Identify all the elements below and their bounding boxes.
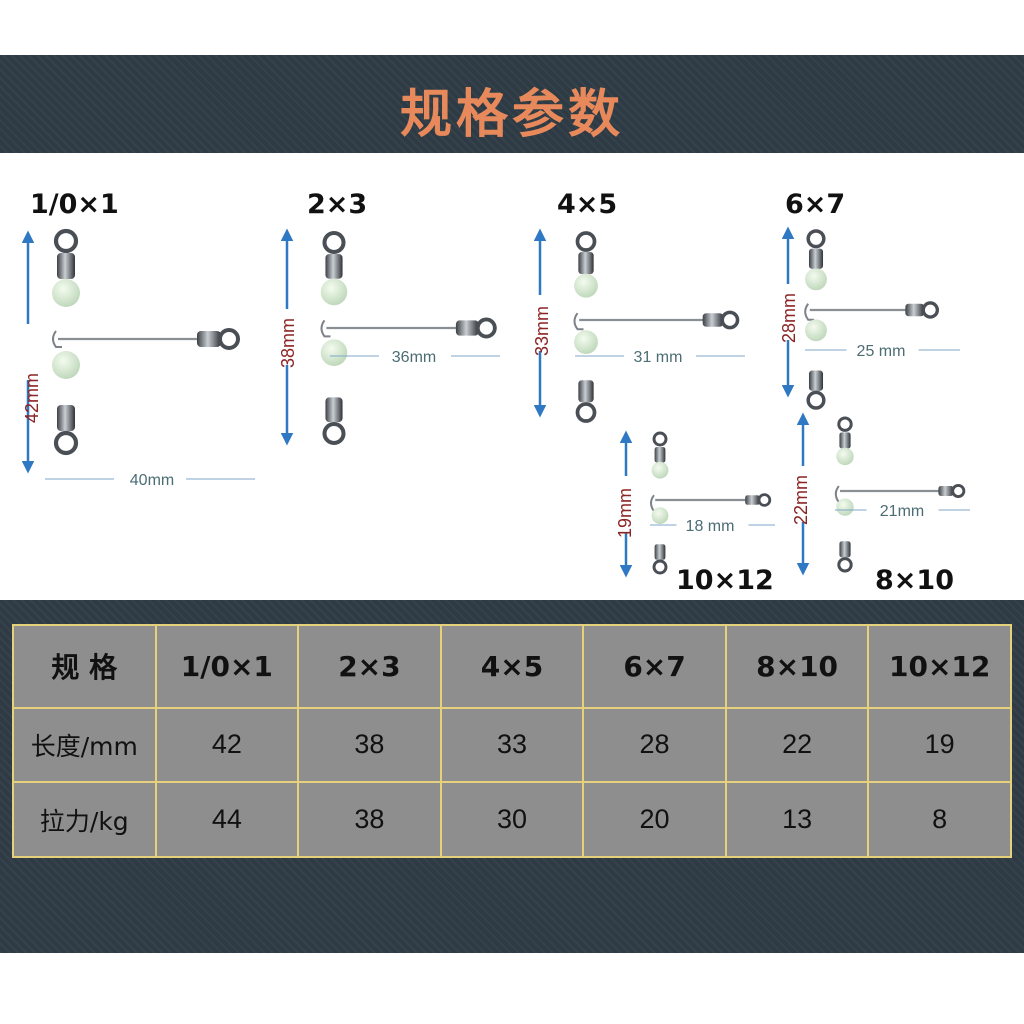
bottom-barrel [839,541,851,558]
row-label-tension: 拉力/kg [12,781,157,858]
table-header-cell: 10×12 [867,624,1012,709]
top-barrel [325,254,343,279]
length-label-5: 19mm [615,488,635,538]
glow-bead [52,351,80,379]
arm-barrel [905,303,925,317]
width-label-3: 31 mm [634,349,683,366]
top-eye-ring [322,230,346,255]
bottom-eye-ring [53,430,79,456]
top-eye-ring [837,416,853,432]
bottom-barrel [654,544,666,560]
top-barrel [654,447,666,463]
bottom-eye-ring [575,402,597,423]
bottom-barrel [578,380,594,403]
top-eye-ring [53,228,79,254]
table-cell: 44 [154,781,300,858]
arm-barrel [197,331,221,347]
bottom-eye-ring [837,557,853,573]
bottom-eye-ring [322,421,346,446]
length-label-6: 22mm [791,475,811,525]
size-label-5: 10×12 [676,565,774,596]
bottom-barrel [57,405,75,431]
glow-bead [320,339,348,366]
table-cell: 38 [297,706,442,784]
glow-bead [651,461,669,479]
table-header-label: 规 格 [12,624,157,709]
table-row-tension: 拉力/kg 44 38 30 20 13 8 [12,781,1012,858]
arm-eye-ring [720,310,740,330]
row-label-length: 长度/mm [12,706,157,784]
table-header-cell: 8×10 [724,624,870,709]
arm-eye-ring [951,483,966,499]
arm-barrel [702,313,724,327]
table-cell: 13 [724,781,870,858]
arm-eye-ring [218,328,240,350]
center-hook [52,330,62,348]
table-cell: 33 [439,706,585,784]
top-barrel [839,432,851,449]
length-label-2: 38mm [278,318,298,368]
table-cell: 8 [867,781,1012,858]
size-label-2: 2×3 [307,189,367,220]
size-label-4: 6×7 [785,189,845,220]
length-label-3: 33mm [532,306,552,356]
table-cell: 22 [724,706,870,784]
bottom-barrel [325,397,343,423]
bottom-barrel [808,370,824,391]
top-barrel [808,248,824,269]
table-cell: 20 [582,781,727,858]
table-cell: 28 [582,706,727,784]
page-title: 规格参数 [399,85,624,145]
glow-bead [836,447,854,466]
width-label-5: 18 mm [686,518,735,535]
table-cell: 38 [297,781,442,858]
bottom-eye-ring [806,390,826,410]
glow-bead [52,279,80,307]
glow-bead [574,273,598,298]
bottom-eye-ring [652,559,668,575]
arm-barrel [455,320,479,336]
arm-eye-ring [757,493,772,507]
table-header-cell: 4×5 [439,624,585,709]
table-header-row: 规 格 1/0×1 2×3 4×5 6×7 8×10 10×12 [12,624,1012,709]
table-cell: 19 [867,706,1012,784]
table-header-cell: 6×7 [582,624,727,709]
product-diagram-panel: 1/0×1 2×3 4×5 6×7 10×12 8×10 42mm 38mm 3… [0,153,1024,600]
center-hook [804,303,815,321]
glow-bead [574,330,598,354]
arm-eye-ring [921,301,940,319]
top-eye-ring [806,229,826,249]
size-label-1: 1/0×1 [30,189,119,220]
table-header-cell: 2×3 [297,624,442,709]
width-label-1: 40mm [130,472,174,489]
top-barrel [578,252,594,275]
top-eye-ring [652,431,668,447]
spec-table: 规 格 1/0×1 2×3 4×5 6×7 8×10 10×12 长度/mm 4… [12,624,1012,858]
arm-barrel [938,486,954,496]
width-label-4: 25 mm [857,343,906,360]
size-label-6: 8×10 [875,565,954,596]
glow-bead [651,507,669,524]
length-label-1: 42mm [22,373,42,423]
center-hook [573,312,584,331]
arm-eye-ring [475,317,497,339]
width-label-2: 36mm [392,349,436,366]
glow-bead [320,278,348,306]
table-header-cell: 1/0×1 [154,624,300,709]
table-cell: 42 [154,706,300,784]
glow-bead [805,268,827,291]
top-barrel [57,253,75,279]
width-label-6: 21mm [880,503,924,520]
glow-bead [836,498,854,516]
size-label-3: 4×5 [557,189,617,220]
table-cell: 30 [439,781,585,858]
length-label-4: 28mm [779,293,799,343]
swivel-diagram: 1/0×1 2×3 4×5 6×7 10×12 8×10 42mm 38mm 3… [21,189,970,596]
glow-bead [805,319,827,342]
arm-barrel [745,495,760,505]
table-row-length: 长度/mm 42 38 33 28 22 19 [12,706,1012,784]
center-hook [320,319,331,338]
top-eye-ring [575,231,597,252]
